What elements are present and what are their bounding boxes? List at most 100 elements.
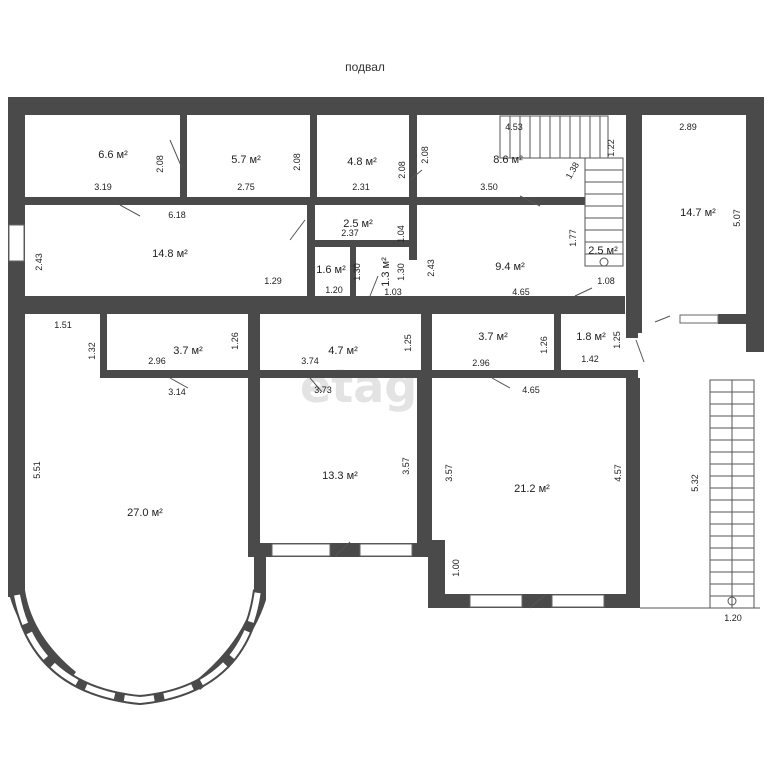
lower-wall-e <box>428 540 445 608</box>
dimension-label: 2.31 <box>352 182 370 192</box>
dimension-label: 5.32 <box>690 474 700 492</box>
right-block-bottom <box>718 314 764 324</box>
room-area: 13.3 м² <box>322 470 358 482</box>
dimension-label: 1.20 <box>724 613 742 623</box>
dimension-label: 3.57 <box>401 457 411 475</box>
stairs-upper-run1 <box>499 115 609 159</box>
dimension-label: 3.14 <box>168 387 186 397</box>
bay-window <box>12 589 263 706</box>
row3-wall-b <box>248 314 260 378</box>
dimension-label: 1.00 <box>451 559 461 577</box>
room-area: 14.8 м² <box>152 248 188 260</box>
room-area: 6.6 м² <box>98 149 128 161</box>
bay-window-glass <box>14 589 261 704</box>
row3-wall-d <box>554 314 561 378</box>
window-lower-3 <box>469 594 523 608</box>
small-wall-b <box>307 240 411 247</box>
room-area: 9.4 м² <box>495 261 525 273</box>
row1-bottom <box>25 197 445 205</box>
row3-wall-e <box>626 314 638 338</box>
stairs-lower <box>640 379 760 609</box>
dimension-label: 2.08 <box>397 161 407 179</box>
window-lower-2 <box>359 543 413 557</box>
dimension-label: 5.51 <box>32 461 42 479</box>
small-wall-c <box>350 247 356 296</box>
plan-title: подвал <box>345 60 385 74</box>
dimension-label: 2.96 <box>472 358 490 368</box>
dimension-label: 1.38 <box>564 160 581 180</box>
dimension-label: 1.42 <box>581 354 599 364</box>
room-area: 4.7 м² <box>328 345 358 357</box>
row3-bottom <box>100 370 638 378</box>
room-area: 1.8 м² <box>576 331 606 343</box>
window-left <box>8 224 25 262</box>
outer-wall-right <box>746 97 764 352</box>
doors <box>119 139 671 609</box>
room-area: 5.7 м² <box>231 154 261 166</box>
room-area: 8.6 м² <box>493 154 523 166</box>
watermark: etagi <box>300 359 433 413</box>
row1-bottom-b <box>445 197 585 205</box>
room-area: 1.3 м² <box>380 257 392 287</box>
lower-wall-b <box>417 378 432 556</box>
room-area: 14.7 м² <box>680 207 716 219</box>
dimension-label: 1.03 <box>384 287 402 297</box>
dimension-label: 4.65 <box>512 287 530 297</box>
stairs-upper-start <box>599 257 609 267</box>
room-area: 27.0 м² <box>127 507 163 519</box>
dimension-label: 6.18 <box>168 210 186 220</box>
dimension-label: 2.43 <box>426 259 436 277</box>
dimension-label: 1.26 <box>539 336 549 354</box>
dimension-label: 2.08 <box>155 155 165 173</box>
dimension-label: 2.43 <box>34 253 44 271</box>
dimension-label: 2.08 <box>292 153 302 171</box>
outer-wall-left <box>8 97 25 597</box>
dimension-label: 3.73 <box>314 385 332 395</box>
door-11 <box>635 339 645 363</box>
dimension-label: 2.75 <box>237 182 255 192</box>
dimension-label: 1.30 <box>352 263 362 281</box>
wall-5 <box>626 97 642 333</box>
dimension-label: 1.08 <box>597 276 615 286</box>
dimension-label: 1.77 <box>568 229 578 247</box>
dimension-label: 3.50 <box>480 182 498 192</box>
door-9 <box>309 377 323 393</box>
dimension-label: 4.65 <box>522 385 540 395</box>
dimension-label: 1.25 <box>612 331 622 349</box>
stairs-lower-start <box>727 596 737 606</box>
row3-wall-c <box>421 314 432 378</box>
small-wall-a <box>307 205 315 296</box>
row1-wall-a <box>180 115 187 197</box>
door-13 <box>529 594 546 609</box>
room-area: 2.5 м² <box>588 245 618 257</box>
room-area: 3.7 м² <box>173 345 203 357</box>
dimension-label: 1.20 <box>325 285 343 295</box>
window-lower-4 <box>551 594 605 608</box>
windows <box>8 224 719 608</box>
room-area: 1.6 м² <box>316 264 346 276</box>
dimension-label: 1.29 <box>264 276 282 286</box>
dimension-label: 3.19 <box>94 182 112 192</box>
room-area: 4.8 м² <box>347 156 377 168</box>
dimension-labels: 2.08 3.19 2.08 2.75 2.08 2.31 2.08 4.53 … <box>32 122 742 623</box>
dimension-label: 4.57 <box>613 464 623 482</box>
window-lower-1 <box>271 543 331 557</box>
row1-wall-c <box>409 115 417 260</box>
door-5 <box>289 219 306 241</box>
door-8 <box>169 377 189 389</box>
outer-wall-top <box>8 97 764 115</box>
room-labels: 6.6 м² 5.7 м² 4.8 м² 8.6 м² 14.7 м² 14.8… <box>98 149 716 519</box>
walls <box>8 97 764 690</box>
dimension-label: 3.74 <box>301 356 319 366</box>
row1-wall-b <box>310 115 317 197</box>
dimension-label: 2.89 <box>679 122 697 132</box>
stairs-lower-treads <box>710 391 754 597</box>
dimension-label: 1.04 <box>396 225 406 243</box>
dimension-label: 1.32 <box>87 342 97 360</box>
dimension-label: 1.25 <box>403 334 413 352</box>
dimension-label: 1.51 <box>54 320 72 330</box>
dimension-label: 1.30 <box>396 263 406 281</box>
door-7 <box>574 287 593 297</box>
room-area: 21.2 м² <box>514 483 550 495</box>
